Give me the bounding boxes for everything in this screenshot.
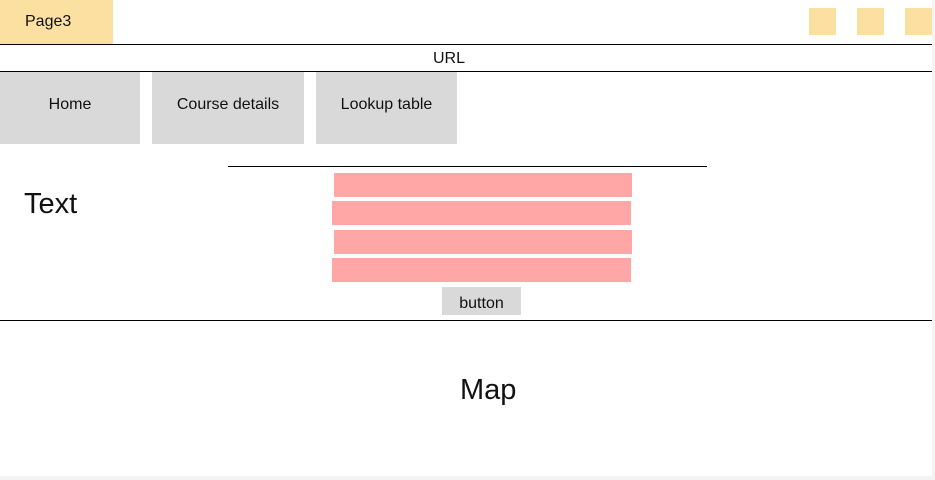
map-area[interactable]: Map: [460, 374, 517, 406]
window-control-2[interactable]: [857, 8, 884, 35]
header-divider: [0, 44, 932, 45]
tab-page3[interactable]: Page3: [0, 0, 113, 44]
list-item[interactable]: [332, 201, 631, 225]
list-item[interactable]: [334, 173, 632, 197]
text-block: Text: [24, 188, 78, 220]
list-item[interactable]: [332, 258, 631, 282]
map-divider: [0, 320, 932, 321]
address-bar-divider: [0, 71, 932, 72]
list-item[interactable]: [334, 230, 632, 254]
nav-item-course-details[interactable]: Course details: [152, 72, 304, 144]
window-control-1[interactable]: [809, 8, 836, 35]
action-button[interactable]: button: [442, 287, 521, 315]
window-control-3[interactable]: [905, 8, 932, 35]
address-bar[interactable]: URL: [432, 50, 465, 67]
nav-item-home[interactable]: Home: [0, 72, 140, 144]
content-divider: [228, 166, 707, 167]
nav-item-lookup-table[interactable]: Lookup table: [316, 72, 457, 144]
